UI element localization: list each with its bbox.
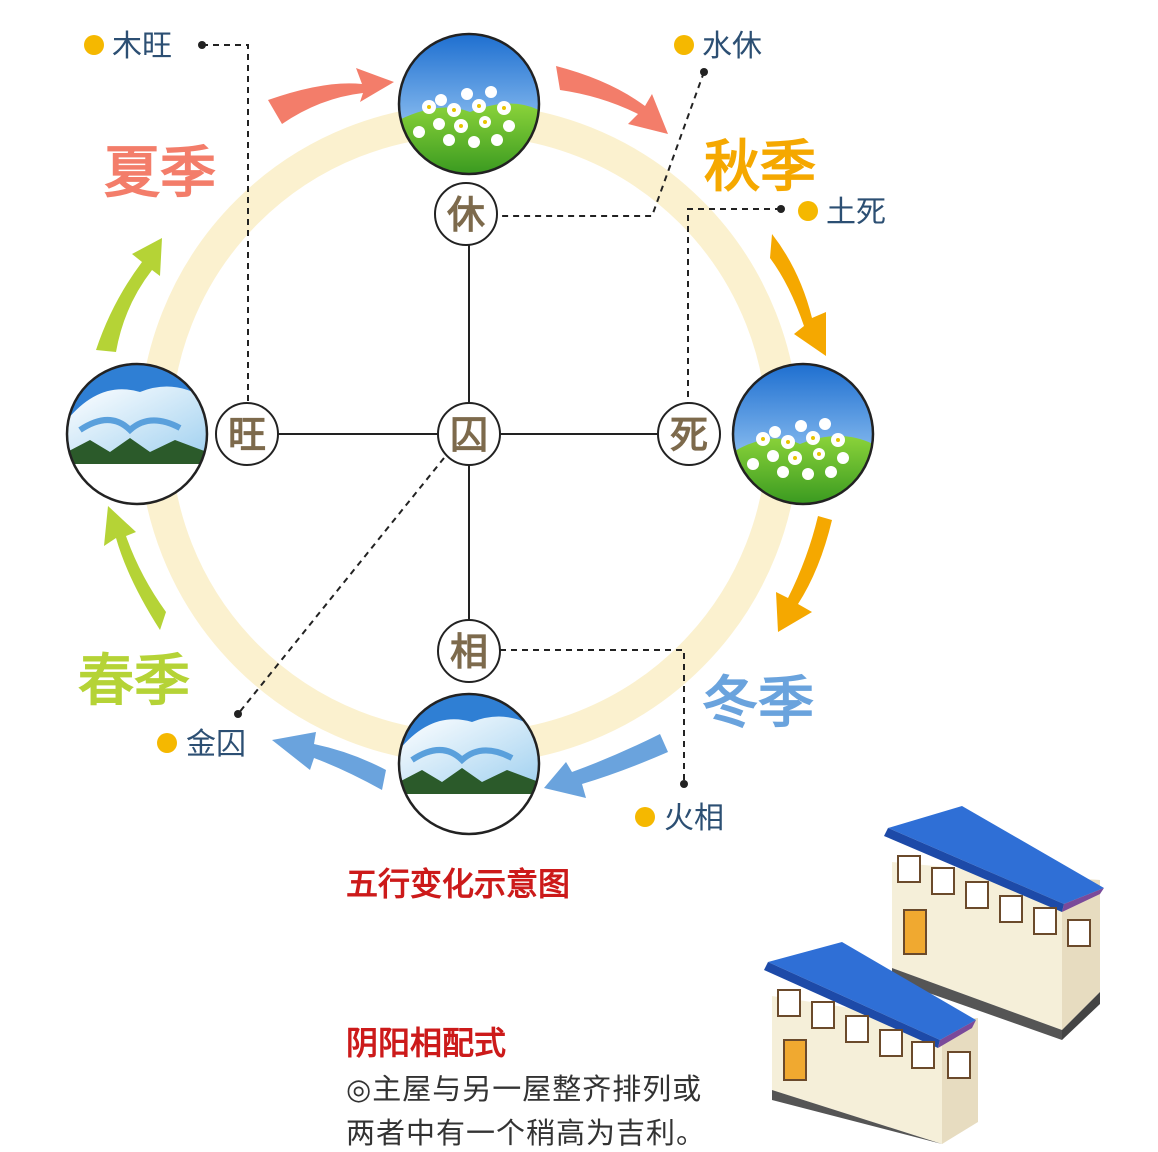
annotation-metal-label: 金囚	[186, 727, 246, 762]
scene-winter	[397, 692, 541, 836]
cross-lines	[278, 242, 658, 622]
note-line-1: ◎主屋与另一屋整齐排列或	[346, 1072, 703, 1106]
leader-dots	[198, 41, 785, 788]
annotation-fire: 火相	[635, 801, 724, 836]
season-winter-label: 冬季	[702, 670, 814, 736]
season-spring-label: 春季	[78, 648, 190, 714]
state-left-label: 旺	[228, 412, 266, 457]
state-node-bottom: 相	[437, 619, 501, 683]
annotation-wood-label: 木旺	[112, 29, 172, 64]
annotation-water-label: 水休	[702, 29, 762, 64]
house-front	[764, 942, 978, 1144]
note-line-2: 两者中有一个稍高为吉利。	[346, 1116, 707, 1150]
annotation-earth: 土死	[798, 195, 886, 230]
autumn-arrow-1	[770, 234, 826, 356]
annotation-earth-label: 土死	[826, 195, 886, 230]
state-node-center: 囚	[437, 402, 501, 466]
state-node-left: 旺	[215, 402, 279, 466]
house-back	[884, 806, 1104, 1040]
diagram-caption: 五行变化示意图	[346, 865, 570, 903]
spring-arrow-1	[104, 506, 166, 630]
houses-illustration	[764, 806, 1104, 1144]
scene-autumn	[731, 362, 875, 506]
state-node-top: 休	[434, 182, 498, 246]
annotation-wood: 木旺	[84, 29, 172, 64]
state-node-right: 死	[657, 402, 721, 466]
annotation-dot	[798, 201, 818, 221]
annotation-dot	[635, 807, 655, 827]
annotation-metal: 金囚	[157, 727, 246, 762]
season-arrows	[96, 66, 832, 798]
state-top-label: 休	[446, 192, 486, 237]
annotation-water: 水休	[674, 29, 762, 64]
annotation-dot	[674, 35, 694, 55]
annotation-dot	[157, 733, 177, 753]
spring-arrow-2	[96, 238, 162, 352]
note-title: 阴阳相配式	[346, 1024, 507, 1062]
summer-arrow-1	[268, 68, 394, 124]
season-summer-label: 夏季	[104, 140, 216, 206]
state-center-label: 囚	[450, 412, 488, 457]
state-right-label: 死	[670, 412, 708, 457]
season-autumn-label: 秋季	[704, 134, 816, 200]
summer-arrow-2	[556, 66, 668, 134]
state-bottom-label: 相	[450, 629, 488, 674]
scene-spring	[65, 362, 209, 506]
scene-summer	[397, 32, 541, 176]
annotation-fire-label: 火相	[664, 801, 724, 836]
leader-lines	[202, 44, 781, 784]
autumn-arrow-2	[776, 516, 832, 632]
winter-arrow-1	[544, 734, 668, 798]
winter-arrow-2	[272, 732, 386, 790]
annotation-dot	[84, 35, 104, 55]
